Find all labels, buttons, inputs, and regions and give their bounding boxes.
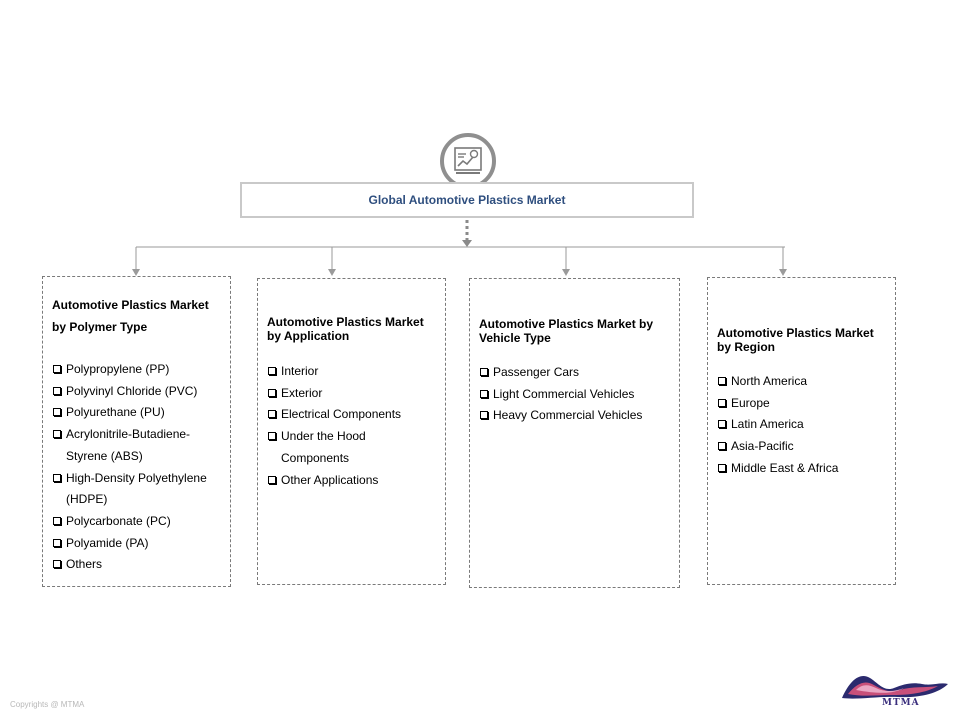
item-list: Interior Exterior Electrical Components … — [267, 361, 437, 491]
list-item: Others — [52, 554, 222, 576]
item-list: Polypropylene (PP) Polyvinyl Chloride (P… — [52, 359, 222, 576]
list-item: Exterior — [267, 383, 437, 405]
node-title: Automotive Plastics Market by Region — [717, 326, 874, 354]
copyright-text: Copyrights @ MTMA — [10, 700, 85, 709]
list-item: Other Applications — [267, 470, 437, 492]
item-list: North America Europe Latin America Asia-… — [717, 371, 887, 480]
chart-board-icon — [440, 133, 496, 189]
list-item: Polypropylene (PP) — [52, 359, 222, 381]
root-label: Global Automotive Plastics Market — [368, 193, 566, 207]
node-title: Automotive Plastics Market by Applicatio… — [267, 315, 424, 343]
list-item: High-Density Polyethylene (HDPE) — [52, 468, 222, 511]
list-item: Under the Hood Components — [267, 426, 401, 469]
list-item: Polyurethane (PU) — [52, 402, 222, 424]
list-item: Passenger Cars — [479, 362, 671, 384]
list-item: Light Commercial Vehicles — [479, 384, 671, 406]
root-node: Global Automotive Plastics Market — [240, 182, 694, 218]
logo-text: MTMA — [882, 698, 920, 708]
node-region: Automotive Plastics Market by Region Nor… — [707, 277, 896, 585]
list-item: Polycarbonate (PC) — [52, 511, 222, 533]
list-item: Electrical Components — [267, 404, 437, 426]
node-application: Automotive Plastics Market by Applicatio… — [257, 278, 446, 585]
list-item: Asia-Pacific — [717, 436, 887, 458]
list-item: Latin America — [717, 414, 887, 436]
list-item: Europe — [717, 393, 887, 415]
list-item: Polyvinyl Chloride (PVC) — [52, 381, 222, 403]
item-list: Passenger Cars Light Commercial Vehicles… — [479, 362, 671, 427]
list-item: Middle East & Africa — [717, 458, 887, 480]
node-vehicle-type: Automotive Plastics Market by Vehicle Ty… — [469, 278, 680, 588]
list-item: Polyamide (PA) — [52, 533, 222, 555]
list-item: North America — [717, 371, 887, 393]
mtma-logo: MTMA — [838, 668, 950, 712]
list-item: Heavy Commercial Vehicles — [479, 405, 671, 427]
node-title: Automotive Plastics Market by Vehicle Ty… — [479, 317, 654, 345]
list-item: Acrylonitrile-Butadiene-Styrene (ABS) — [52, 424, 222, 467]
node-polymer-type: Automotive Plastics Market by Polymer Ty… — [42, 276, 231, 587]
list-item: Interior — [267, 361, 437, 383]
node-title: Automotive Plastics Market by Polymer Ty… — [52, 298, 209, 334]
